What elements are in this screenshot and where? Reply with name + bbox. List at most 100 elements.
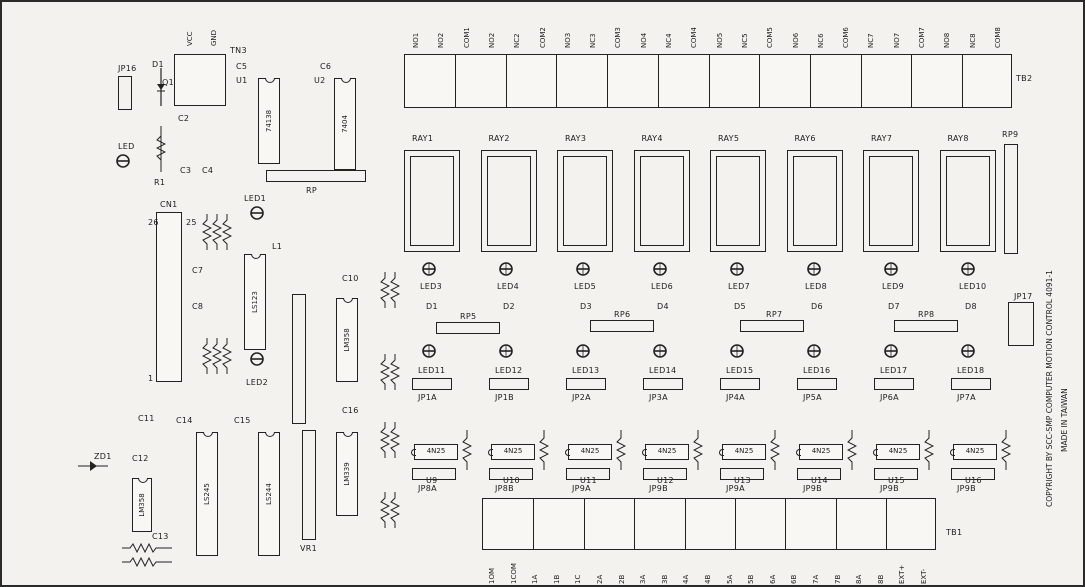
jumper-box	[489, 468, 533, 480]
q1-label: Q1	[162, 78, 174, 87]
jumper-label: JP1A	[418, 393, 437, 402]
resistor-icon	[616, 430, 626, 470]
tb2-pin-label: NO5	[715, 32, 724, 48]
led-icon	[576, 344, 590, 358]
u8-chip: LM358	[132, 478, 152, 532]
u3-chip: LS123	[244, 254, 266, 350]
tb2-label: TB2	[1016, 74, 1033, 83]
tb1-pin-label: 7A	[812, 574, 820, 584]
u-bottom-label: U13	[734, 476, 751, 485]
led-icon	[653, 344, 667, 358]
tb2-pin-label: NC7	[867, 33, 876, 48]
led-icon	[884, 262, 898, 276]
tb2-pin-label: COM7	[918, 27, 926, 48]
resistor-icon	[770, 430, 780, 470]
tn3-label: TN3	[230, 46, 247, 55]
tb1-pin-label: EXT-	[920, 568, 928, 584]
jumper-box	[566, 378, 606, 390]
jumper-bottom-label: JP9B	[957, 484, 976, 493]
jumper-bottom-label: JP9B	[649, 484, 668, 493]
led-top-label: LED3	[420, 282, 442, 291]
resistor-icon	[380, 422, 390, 458]
led-top-label: LED5	[574, 282, 596, 291]
jp17-jumper	[1008, 302, 1034, 346]
power-led-icon	[116, 154, 130, 168]
c3-label: C3	[180, 166, 192, 175]
led-icon	[884, 344, 898, 358]
relay-label: RAY1	[412, 134, 434, 143]
led-icon	[653, 262, 667, 276]
relay-2	[480, 150, 537, 252]
jumper-bottom-label: JP9A	[726, 484, 745, 493]
tb2-pin-label: COM3	[614, 27, 623, 48]
relay-label: RAY3	[565, 134, 587, 143]
c15-label: C15	[234, 416, 251, 425]
relay-body	[563, 156, 607, 246]
u1-label: U1	[236, 76, 248, 85]
diode-d1-icon	[157, 68, 165, 106]
jumper-bottom-label: JP9B	[880, 484, 899, 493]
tb2-pin-label: NO6	[791, 32, 800, 48]
tb2-pin-label: COM4	[690, 27, 699, 48]
u-bottom-label: U16	[965, 476, 982, 485]
zd1-label: ZD1	[94, 452, 112, 461]
diode-label: D3	[580, 302, 592, 311]
resistor-icon	[222, 214, 232, 250]
tb2-pin-label: NC3	[589, 33, 598, 48]
led-mid-label: LED12	[495, 366, 523, 375]
made-in-text: MADE IN TAIWAN	[1060, 388, 1069, 452]
opto-chip: 4N25	[488, 444, 535, 460]
diode-label: D7	[888, 302, 900, 311]
cn1-pin-left: 26	[148, 218, 159, 227]
c16-label: C16	[342, 406, 359, 415]
tb1-pin-label: 6A	[768, 574, 777, 584]
diode-label: D5	[734, 302, 746, 311]
jumper-box	[951, 468, 995, 480]
led-icon	[499, 262, 513, 276]
tb1-pin-label: 4A	[682, 574, 691, 584]
tb1-pin-label: 6B	[790, 574, 799, 584]
c10-label: C10	[342, 274, 359, 283]
tb2-pin-label: NO2	[437, 32, 446, 48]
tb2-pin-label: NO3	[563, 32, 572, 48]
rp5-label: RP5	[460, 312, 477, 321]
regulator-pin-labels-2: GND	[210, 29, 218, 46]
opto-chip: 4N25	[950, 444, 997, 460]
cn1-header	[156, 212, 182, 382]
rp7-label: RP7	[766, 310, 783, 319]
tb1-pin-label: 8A	[855, 574, 864, 584]
power-led-label: LED	[118, 142, 135, 151]
u4-chip: LM358	[336, 298, 358, 382]
u-bottom-label: U11	[580, 476, 597, 485]
tb1-pin-label: 3B	[660, 574, 669, 584]
jumper-box	[797, 378, 837, 390]
jumper-bottom-label: JP9B	[803, 484, 822, 493]
resistor-icon	[390, 354, 400, 390]
tb2-pin-label: COM2	[538, 27, 547, 48]
diode-label: D6	[811, 302, 823, 311]
tb1-pin-label: 1A	[531, 574, 540, 584]
opto-chip: 4N25	[873, 444, 920, 460]
tb2-pin-label: NO2	[487, 32, 496, 48]
cn1-pin-right: 25	[186, 218, 197, 227]
rp-resistor-pack	[266, 170, 366, 182]
c4-label: C4	[202, 166, 214, 175]
diode-label: D1	[426, 302, 438, 311]
resistor-icon	[390, 492, 400, 528]
relay-body	[945, 156, 990, 246]
tb1-pin-label: 1OM	[488, 567, 496, 584]
vr1-label: VR1	[300, 544, 318, 553]
u2-chip: 7404	[334, 78, 356, 170]
tb1-pin-label: EXT+	[898, 564, 907, 584]
led1-label: LED1	[244, 194, 266, 203]
tb1-pin-label: 2A	[596, 574, 604, 584]
c7-label: C7	[192, 266, 204, 275]
led-icon	[961, 344, 975, 358]
u6-chip: LS244	[258, 432, 280, 556]
u5-chip: LS245	[196, 432, 218, 556]
relay-label: RAY8	[947, 134, 969, 143]
opto-chip: 4N25	[642, 444, 689, 460]
led-top-label: LED8	[805, 282, 827, 291]
relay-label: RAY4	[641, 134, 663, 143]
led-icon	[730, 262, 744, 276]
